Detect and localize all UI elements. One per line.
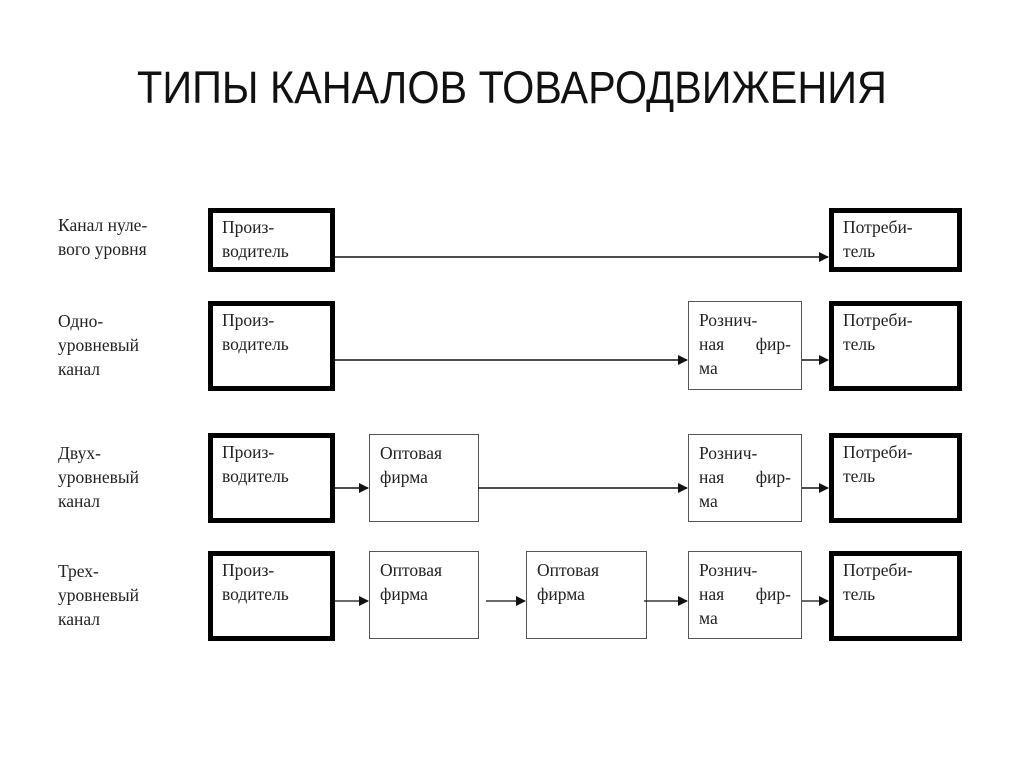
wholesale-box: Оптовая фирма bbox=[369, 434, 479, 522]
box-text: Оптовая bbox=[380, 443, 443, 463]
row-label-one-level: Одно- уровневый канал bbox=[58, 309, 198, 381]
box-text: Оптовая bbox=[380, 560, 443, 580]
row-label-line: вого уровня bbox=[58, 239, 147, 259]
consumer-box: Потреби- тель bbox=[829, 208, 962, 272]
producer-box: Произ- водитель bbox=[208, 551, 335, 641]
row-label-line: Трех- bbox=[58, 561, 99, 581]
row-label-line: уровневый bbox=[58, 335, 140, 355]
producer-box: Произ- водитель bbox=[208, 301, 335, 391]
row-label-line: канал bbox=[58, 491, 101, 511]
box-text: тель bbox=[843, 584, 876, 604]
box-text: ная фир- bbox=[699, 465, 791, 489]
consumer-box: Потреби- тель bbox=[829, 551, 962, 641]
box-text: фирма bbox=[537, 584, 585, 604]
box-text: Рознич- bbox=[699, 560, 758, 580]
box-text: ма bbox=[699, 608, 718, 628]
box-text: Потреби- bbox=[843, 217, 913, 237]
consumer-box: Потреби- тель bbox=[829, 433, 962, 523]
box-text: Произ- bbox=[222, 310, 275, 330]
box-text: Потреби- bbox=[843, 560, 913, 580]
box-text: тель bbox=[843, 466, 876, 486]
box-text-word: фир- bbox=[755, 334, 791, 354]
row-label-zero-level: Канал нуле- вого уровня bbox=[58, 213, 198, 261]
row-label-line: Одно- bbox=[58, 311, 104, 331]
box-text-word: ная bbox=[699, 334, 725, 354]
box-text: Потреби- bbox=[843, 310, 913, 330]
box-text: ма bbox=[699, 491, 718, 511]
box-text: тель bbox=[843, 334, 876, 354]
consumer-box: Потреби- тель bbox=[829, 301, 962, 391]
box-text-word: ная bbox=[699, 467, 725, 487]
box-text: тель bbox=[843, 241, 876, 261]
wholesale-box: Оптовая фирма bbox=[369, 551, 479, 639]
page-title: ТИПЫ КАНАЛОВ ТОВАРОДВИЖЕНИЯ bbox=[137, 62, 887, 113]
retail-box: Рознич- ная фир- ма bbox=[688, 301, 802, 390]
row-label-line: Канал нуле- bbox=[58, 215, 148, 235]
box-text: Рознич- bbox=[699, 443, 758, 463]
box-text: фирма bbox=[380, 467, 428, 487]
box-text: Оптовая bbox=[537, 560, 600, 580]
box-text: Произ- bbox=[222, 217, 275, 237]
box-text: водитель bbox=[222, 334, 289, 354]
box-text: ма bbox=[699, 358, 718, 378]
box-text: Произ- bbox=[222, 442, 275, 462]
producer-box: Произ- водитель bbox=[208, 433, 335, 523]
producer-box: Произ- водитель bbox=[208, 208, 335, 272]
box-text: Потреби- bbox=[843, 442, 913, 462]
box-text: ная фир- bbox=[699, 332, 791, 356]
box-text: водитель bbox=[222, 466, 289, 486]
box-text: фирма bbox=[380, 584, 428, 604]
retail-box: Рознич- ная фир- ма bbox=[688, 551, 802, 639]
row-label-line: уровневый bbox=[58, 467, 140, 487]
box-text: водитель bbox=[222, 241, 289, 261]
row-label-line: Двух- bbox=[58, 443, 101, 463]
box-text: Произ- bbox=[222, 560, 275, 580]
row-label-line: канал bbox=[58, 609, 101, 629]
box-text-word: фир- bbox=[755, 467, 791, 487]
box-text: водитель bbox=[222, 584, 289, 604]
box-text-word: ная bbox=[699, 584, 725, 604]
row-label-two-level: Двух- уровневый канал bbox=[58, 441, 198, 513]
row-label-three-level: Трех- уровневый канал bbox=[58, 559, 198, 631]
box-text: Рознич- bbox=[699, 310, 758, 330]
row-label-line: канал bbox=[58, 359, 101, 379]
retail-box: Рознич- ная фир- ма bbox=[688, 434, 802, 522]
box-text: ная фир- bbox=[699, 582, 791, 606]
row-label-line: уровневый bbox=[58, 585, 140, 605]
box-text-word: фир- bbox=[755, 584, 791, 604]
wholesale-box: Оптовая фирма bbox=[526, 551, 647, 639]
